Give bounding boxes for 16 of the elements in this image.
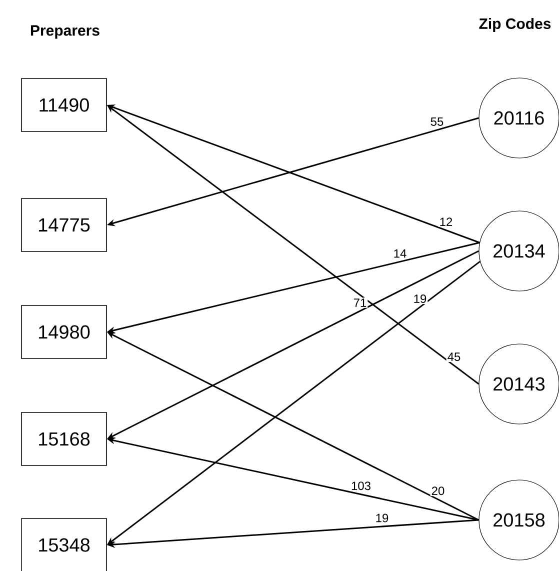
edge-label: 55 <box>429 116 445 127</box>
preparer-box: 15348 <box>21 518 107 571</box>
preparer-box: 15168 <box>21 412 107 466</box>
edge-label: 12 <box>438 216 454 227</box>
edge-label: 20 <box>430 486 446 496</box>
edge-label: 71 <box>352 298 368 308</box>
preparer-box: 14980 <box>21 305 107 359</box>
edge-label: 103 <box>350 480 372 492</box>
edge-label: 19 <box>374 512 390 524</box>
column-heading: Preparers <box>30 25 100 39</box>
edge-label: 45 <box>446 352 462 362</box>
preparer-box: 14775 <box>21 198 107 252</box>
edge-label: 14 <box>392 248 408 259</box>
edge-label: 19 <box>412 294 428 304</box>
preparer-box: 11490 <box>21 78 107 132</box>
column-heading: Zip Codes <box>479 18 551 32</box>
